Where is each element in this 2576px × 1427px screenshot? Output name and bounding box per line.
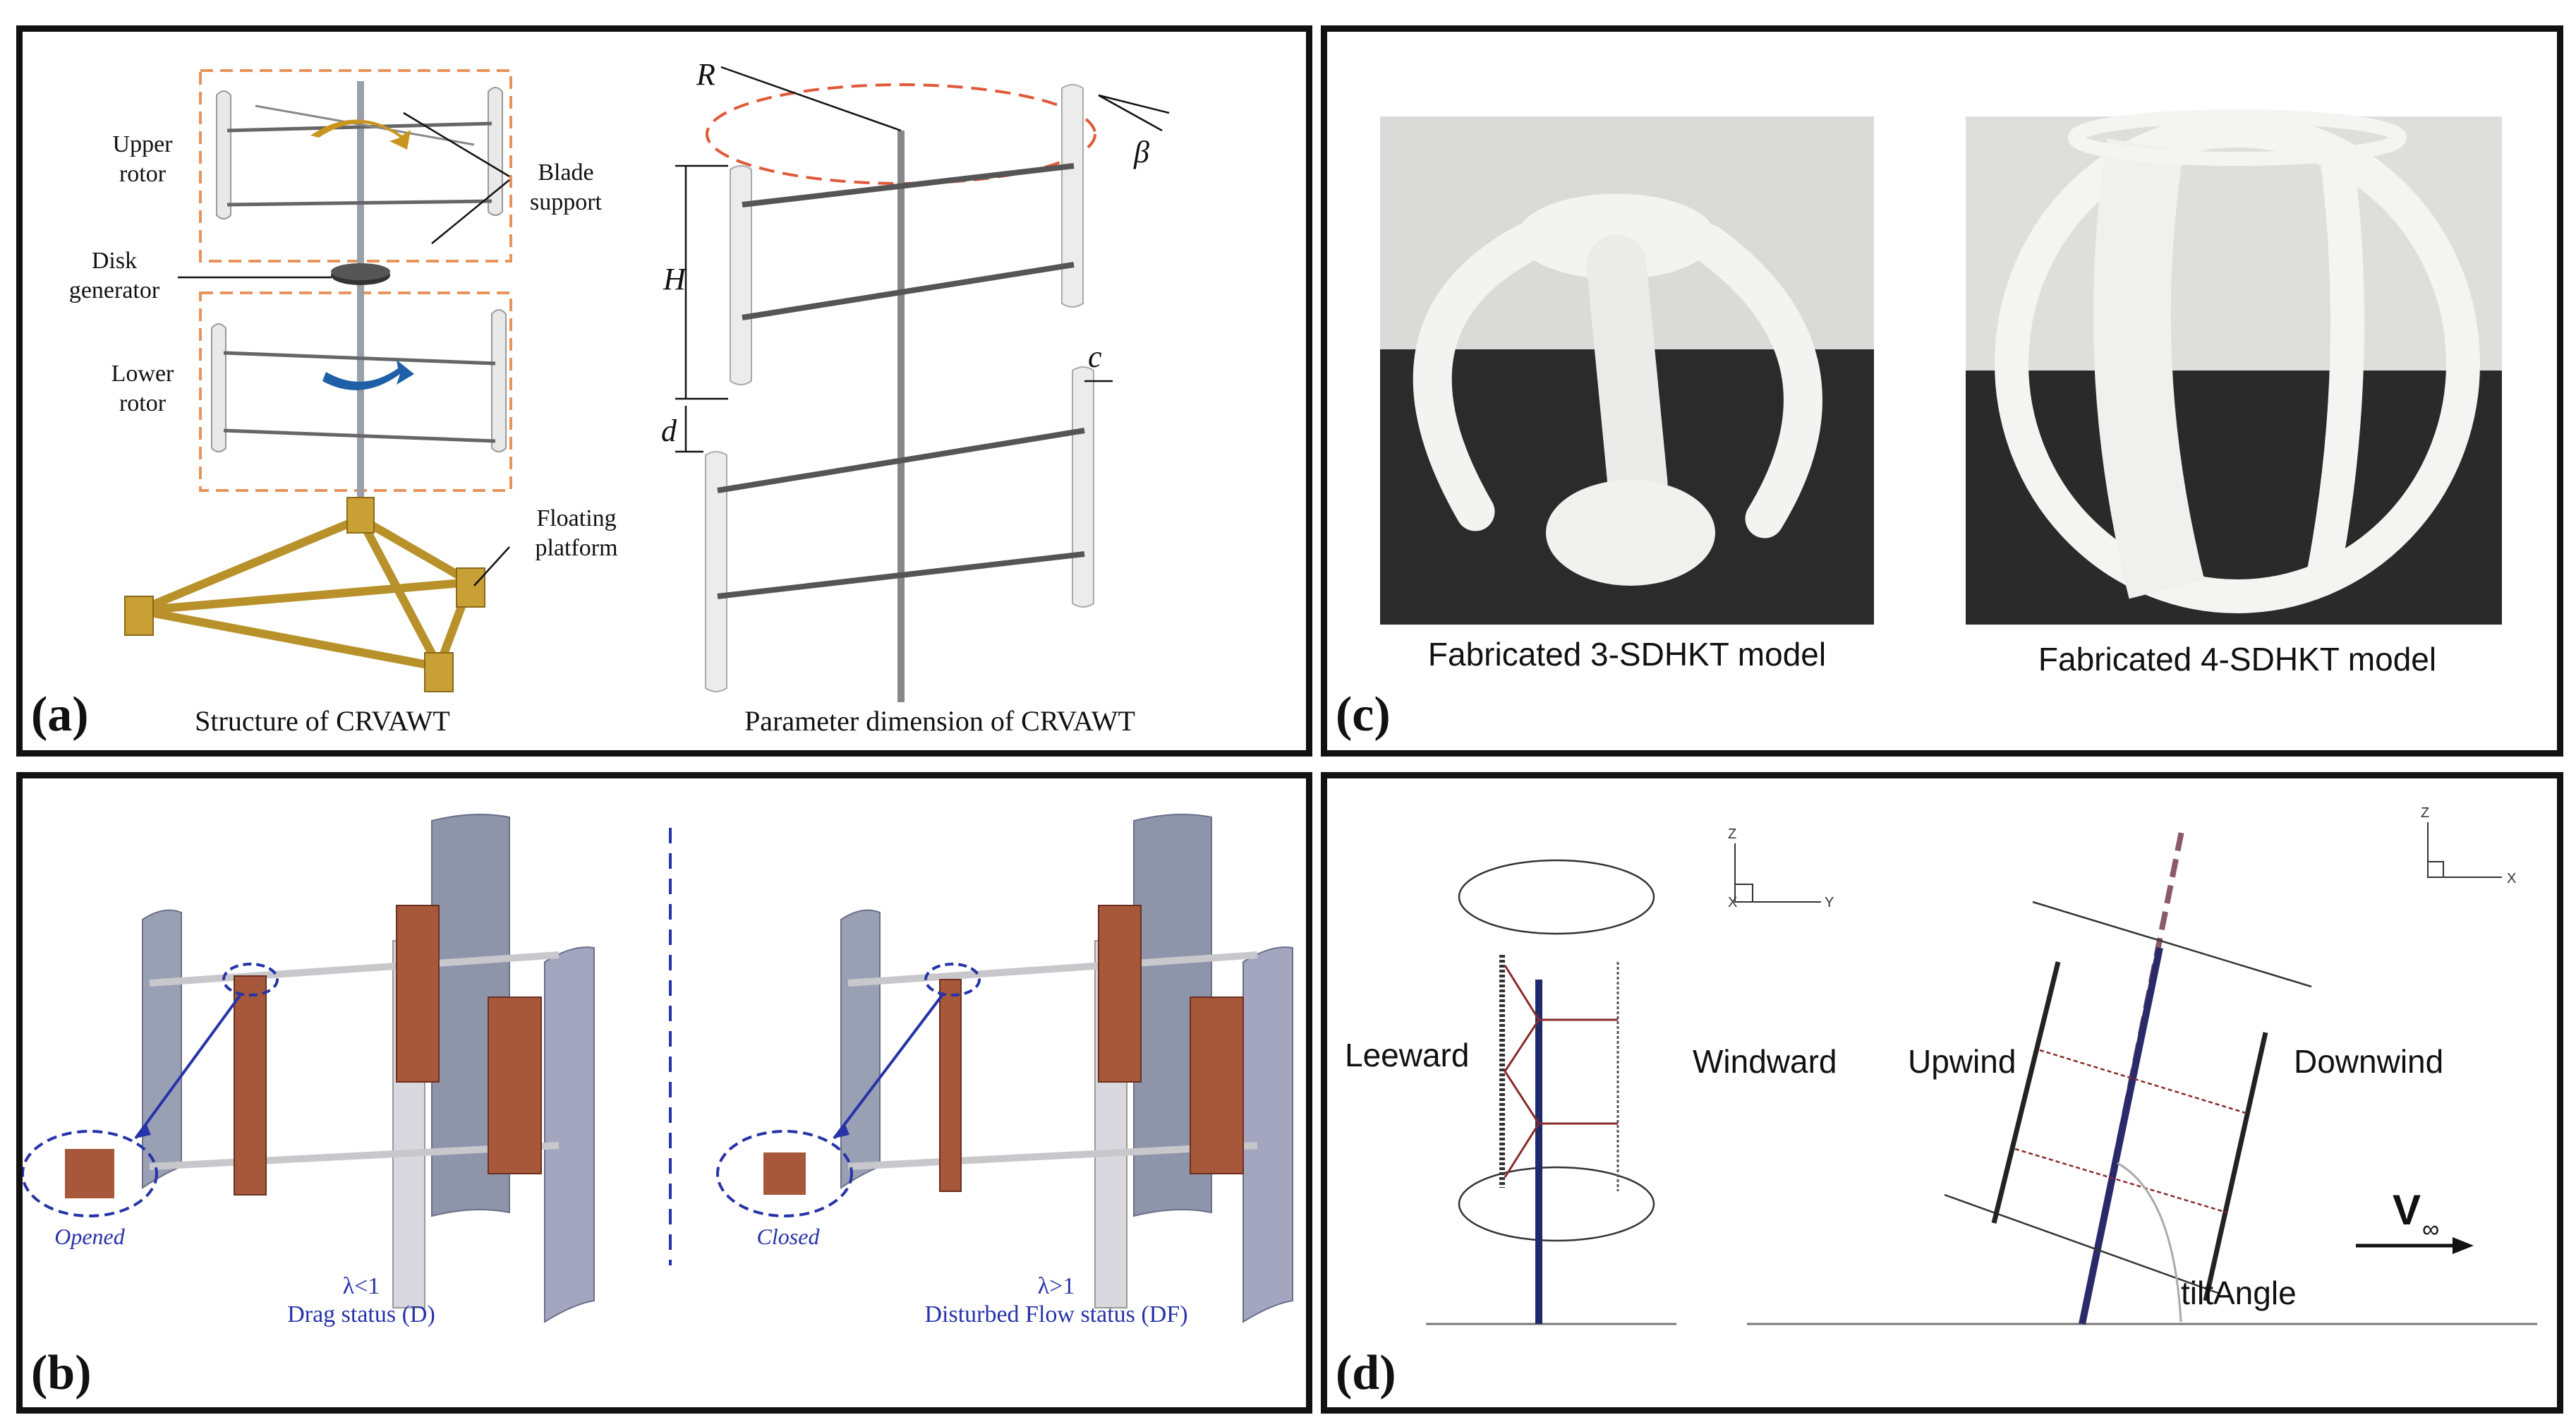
axis-left-z: Z — [1728, 826, 1736, 842]
panel-c-figure: Fabricated 3-SDHKT model Fabricated 4-SD… — [1336, 109, 2502, 742]
lower-rotor-label-2: rotor — [119, 390, 167, 416]
left-status: Drag status (D) — [287, 1301, 435, 1327]
panel-b-label: (b) — [31, 1346, 92, 1400]
upper-rotor — [216, 87, 503, 219]
lower-rotor — [211, 309, 507, 452]
upper-rotor-box — [199, 69, 512, 263]
right-lambda: λ>1 — [1038, 1273, 1075, 1299]
axis-right-z: Z — [2421, 805, 2429, 821]
axis-left — [1734, 843, 1821, 903]
label-velocity-sub: ∞ — [2422, 1216, 2439, 1243]
right-status: Disturbed Flow status (DF) — [924, 1301, 1187, 1327]
floating-platform — [137, 514, 475, 671]
param-supports — [717, 163, 1085, 599]
panel-a: Upper rotor Blade support Disk generator… — [16, 25, 1312, 757]
label-downwind: Downwind — [2294, 1043, 2443, 1080]
left-lambda: λ<1 — [343, 1273, 380, 1299]
panel-c-label: (c) — [1336, 687, 1391, 742]
panel-b: Opened Closed λ<1 Drag status (D) λ>1 Di… — [16, 772, 1312, 1414]
panel-a-left-caption: Structure of CRVAWT — [195, 705, 450, 737]
floating-platform-label-1: Floating — [536, 505, 616, 531]
upright-turbine — [1458, 859, 1655, 1324]
axis-left-x: X — [1728, 895, 1737, 910]
panel-d-figure: Z X Y Z X Leeward Windw — [1336, 805, 2537, 1400]
panel-a-label: (a) — [31, 687, 89, 742]
disk-generator-label-2: generator — [69, 277, 160, 303]
state-closed: Closed — [757, 1224, 821, 1249]
platform-columns — [124, 497, 485, 692]
upper-rotor-label-2: rotor — [119, 161, 167, 187]
param-c: c — [1088, 339, 1102, 374]
param-blades — [705, 84, 1094, 692]
panel-c-right-caption: Fabricated 4-SDHKT model — [2038, 641, 2436, 678]
panel-a-right-caption: Parameter dimension of CRVAWT — [744, 705, 1135, 737]
panel-c: Fabricated 3-SDHKT model Fabricated 4-SD… — [1321, 25, 2563, 757]
blade-support-label-2: support — [530, 189, 603, 215]
state-opened: Opened — [54, 1224, 126, 1249]
disk-generator-label-1: Disk — [92, 248, 137, 274]
axis-left-y: Y — [1825, 895, 1834, 910]
blade-support-label-1: Blade — [538, 159, 593, 186]
label-upwind: Upwind — [1908, 1043, 2016, 1080]
turbine-drag-status — [142, 814, 595, 1323]
tilted-turbine — [1944, 827, 2312, 1325]
axis-right-x: X — [2507, 871, 2516, 886]
axis-right — [2427, 822, 2502, 878]
shaft — [357, 81, 364, 512]
label-leeward: Leeward — [1345, 1037, 1469, 1073]
rotor-radius-ellipse — [706, 83, 1096, 185]
param-R: R — [696, 57, 715, 92]
panel-d: Z X Y Z X Leeward Windw — [1321, 772, 2563, 1414]
param-H: H — [663, 262, 687, 296]
panel-c-left-caption: Fabricated 3-SDHKT model — [1428, 636, 1826, 673]
velocity-arrow-icon — [2453, 1237, 2474, 1254]
param-beta: β — [1133, 135, 1149, 169]
label-velocity: V — [2393, 1186, 2421, 1234]
panel-d-label: (d) — [1336, 1346, 1396, 1400]
label-windward: Windward — [1693, 1043, 1837, 1080]
label-tilt-angle: tiltAngle — [2181, 1275, 2297, 1311]
upper-rotor-label-1: Upper — [113, 131, 174, 157]
param-d: d — [661, 414, 677, 448]
turbine-disturbed-flow-status — [840, 814, 1293, 1323]
lower-rotor-label-1: Lower — [111, 361, 174, 387]
upper-rotation-arrow-icon — [310, 119, 411, 150]
lower-rotation-arrow-icon — [322, 360, 414, 390]
panel-a-figure: Upper rotor Blade support Disk generator… — [31, 57, 1170, 742]
floating-platform-label-2: platform — [535, 535, 617, 561]
detail-arrow-icon — [135, 1123, 151, 1138]
lower-rotor-box — [199, 291, 512, 492]
panel-b-figure: Opened Closed λ<1 Drag status (D) λ>1 Di… — [23, 814, 1293, 1400]
